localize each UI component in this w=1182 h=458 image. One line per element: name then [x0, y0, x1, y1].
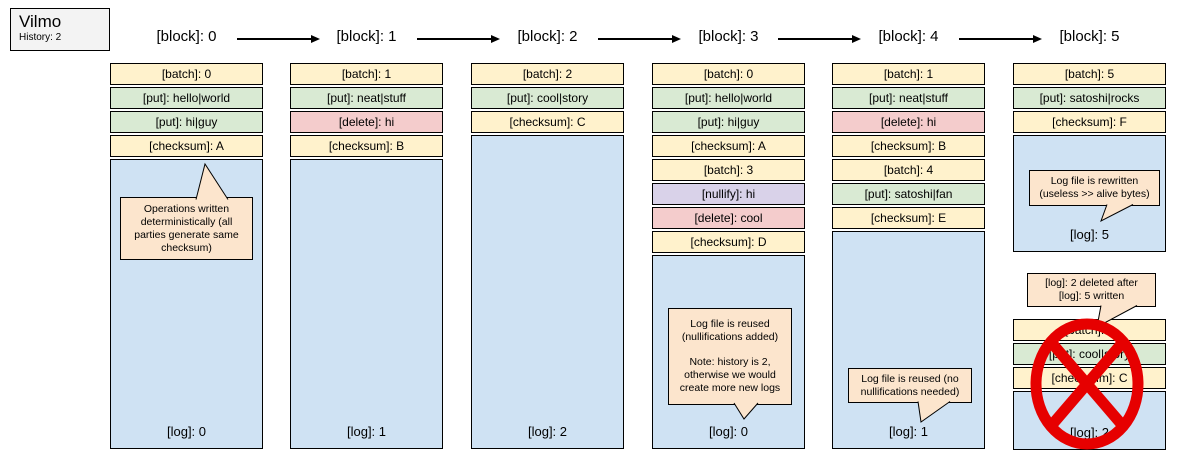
log-area: [log]: 2	[471, 135, 624, 449]
log-area: [log]: 1	[832, 231, 985, 449]
op-row: [checksum]: F	[1013, 111, 1166, 133]
op-row: [put]: satoshi|fan	[832, 183, 985, 205]
flow-arrow-4	[959, 35, 1042, 42]
log-label: [log]: 5	[1069, 227, 1110, 242]
op-row: [batch]: 5	[1013, 63, 1166, 85]
op-row: [batch]: 2	[1013, 319, 1166, 341]
history-label: History: 2	[19, 32, 62, 43]
op-row: [put]: hello|world	[110, 87, 263, 109]
op-row: [nullify]: hi	[652, 183, 805, 205]
log-label: [log]: 2	[1069, 425, 1110, 440]
note-log-deleted: [log]: 2 deleted after [log]: 5 written	[1027, 273, 1156, 307]
op-row: [checksum]: C	[1013, 367, 1166, 389]
op-row: [batch]: 0	[652, 63, 805, 85]
op-row: [batch]: 1	[290, 63, 443, 85]
op-row: [delete]: cool	[652, 207, 805, 229]
note-text: Log file is rewritten (useless >> alive …	[1039, 175, 1150, 200]
op-row: [checksum]: A	[652, 135, 805, 157]
op-row: [batch]: 3	[652, 159, 805, 181]
note-log-reused-no-nullifications: Log file is reused (no nullifications ne…	[848, 368, 972, 403]
block-header-2: [block]: 2	[517, 28, 578, 45]
app-title: Vilmo	[19, 12, 62, 31]
op-row: [put]: hello|world	[652, 87, 805, 109]
op-row: [put]: hi|guy	[110, 111, 263, 133]
note-text: Log file is reused (nullifications added…	[681, 318, 779, 343]
log-label: [log]: 0	[708, 424, 749, 439]
block-header-1: [block]: 1	[336, 28, 397, 45]
op-row: [checksum]: B	[832, 135, 985, 157]
note-text: Operations written deterministically (al…	[134, 202, 239, 254]
flow-arrow-3	[778, 35, 861, 42]
op-row: [delete]: hi	[290, 111, 443, 133]
note-text: Log file is reused (no nullifications ne…	[860, 372, 960, 398]
op-row: [batch]: 4	[832, 159, 985, 181]
op-row: [put]: satoshi|rocks	[1013, 87, 1166, 109]
legend-box: Vilmo History: 2	[10, 8, 110, 51]
op-row: [delete]: hi	[832, 111, 985, 133]
op-row: [checksum]: E	[832, 207, 985, 229]
op-row: [checksum]: C	[471, 111, 624, 133]
block-header-3: [block]: 3	[698, 28, 759, 45]
block-column-5: [batch]: 5 [put]: satoshi|rocks [checksu…	[1013, 63, 1166, 252]
op-row: [batch]: 0	[110, 63, 263, 85]
note-text: Note: history is 2, otherwise we would c…	[679, 356, 781, 394]
block-column-1: [batch]: 1 [put]: neat|stuff [delete]: h…	[290, 63, 443, 449]
op-row: [put]: neat|stuff	[290, 87, 443, 109]
op-row: [put]: cool|story	[1013, 343, 1166, 365]
op-row: [put]: cool|story	[471, 87, 624, 109]
op-row: [batch]: 1	[832, 63, 985, 85]
block-header-5: [block]: 5	[1059, 28, 1120, 45]
log-area: [log]: 2	[1013, 391, 1166, 450]
block-header-4: [block]: 4	[878, 28, 939, 45]
note-deterministic: Operations written deterministically (al…	[120, 197, 253, 260]
op-row: [checksum]: D	[652, 231, 805, 253]
block-column-3: [batch]: 0 [put]: hello|world [put]: hi|…	[652, 63, 805, 449]
flow-arrow-2	[598, 35, 681, 42]
op-row: [checksum]: A	[110, 135, 263, 157]
log-label: [log]: 0	[166, 424, 207, 439]
log-label: [log]: 1	[346, 424, 387, 439]
log-area: [log]: 1	[290, 159, 443, 449]
note-log-reused-nullifications: Log file is reused (nullifications added…	[668, 308, 792, 405]
op-row: [checksum]: B	[290, 135, 443, 157]
deleted-block-box: [batch]: 2 [put]: cool|story [checksum]:…	[1013, 319, 1166, 450]
flow-arrow-0	[237, 35, 320, 42]
log-label: [log]: 1	[888, 424, 929, 439]
note-log-rewritten: Log file is rewritten (useless >> alive …	[1029, 170, 1160, 206]
block-column-2: [batch]: 2 [put]: cool|story [checksum]:…	[471, 63, 624, 449]
block-column-4: [batch]: 1 [put]: neat|stuff [delete]: h…	[832, 63, 985, 449]
flow-arrow-1	[417, 35, 500, 42]
note-text: [log]: 2 deleted after [log]: 5 written	[1045, 277, 1138, 302]
log-label: [log]: 2	[527, 424, 568, 439]
op-row: [put]: neat|stuff	[832, 87, 985, 109]
op-row: [batch]: 2	[471, 63, 624, 85]
block-header-0: [block]: 0	[156, 28, 217, 45]
op-row: [put]: hi|guy	[652, 111, 805, 133]
